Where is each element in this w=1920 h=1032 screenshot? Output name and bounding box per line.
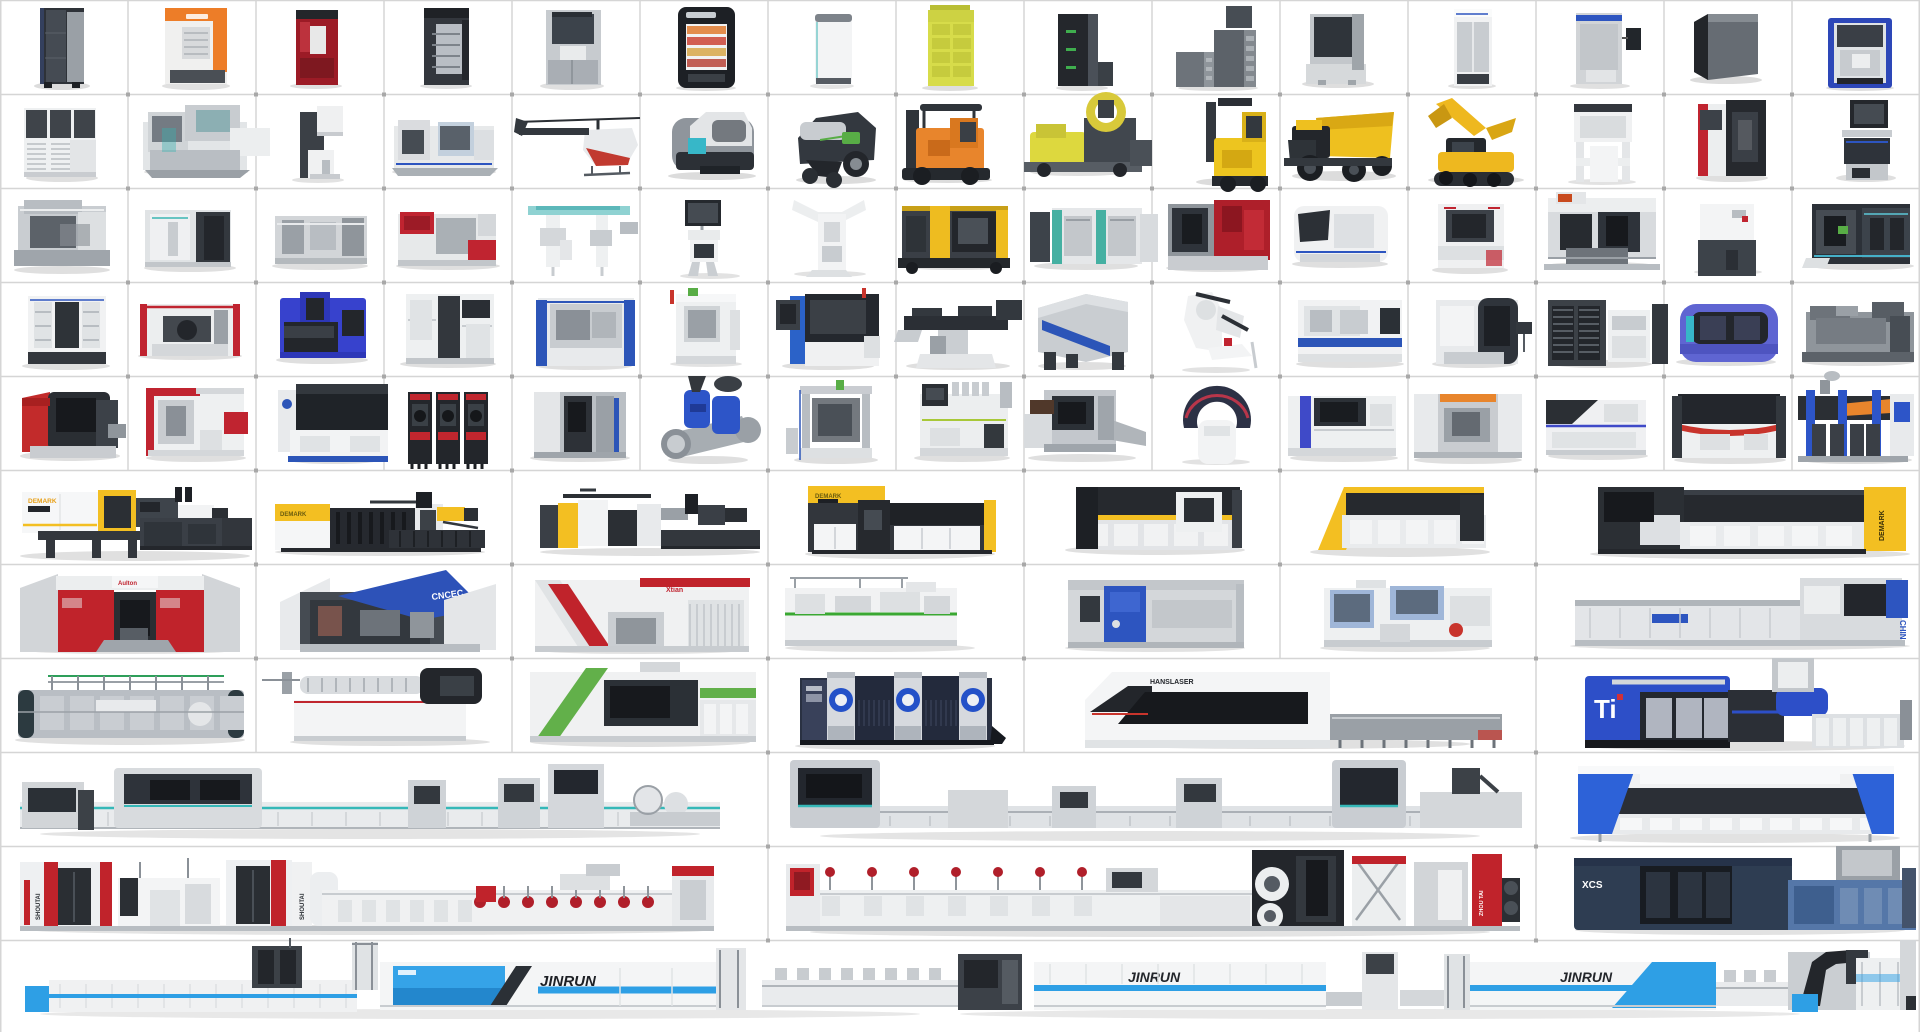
svg-text:Ti: Ti — [1594, 694, 1617, 724]
svg-text:SHOUTAI: SHOUTAI — [36, 893, 42, 920]
svg-text:XCS: XCS — [1582, 880, 1603, 891]
svg-text:JINRUN: JINRUN — [1128, 969, 1181, 985]
svg-text:JINRUN: JINRUN — [540, 973, 597, 990]
svg-text:DEMARK: DEMARK — [280, 512, 307, 518]
svg-text:DEMARK: DEMARK — [815, 494, 842, 500]
svg-text:HANSLASER: HANSLASER — [1150, 679, 1194, 686]
svg-text:JINRUN: JINRUN — [1560, 969, 1613, 985]
svg-text:DEMARK: DEMARK — [1879, 510, 1886, 541]
svg-text:SHOUTAI: SHOUTAI — [300, 893, 306, 920]
svg-text:Xtian: Xtian — [666, 587, 683, 594]
svg-text:DEMARK: DEMARK — [28, 498, 57, 505]
svg-text:ZHOU TAI: ZHOU TAI — [1479, 890, 1485, 916]
svg-text:Aulton: Aulton — [118, 581, 137, 587]
svg-text:CHIN: CHIN — [1898, 620, 1907, 640]
